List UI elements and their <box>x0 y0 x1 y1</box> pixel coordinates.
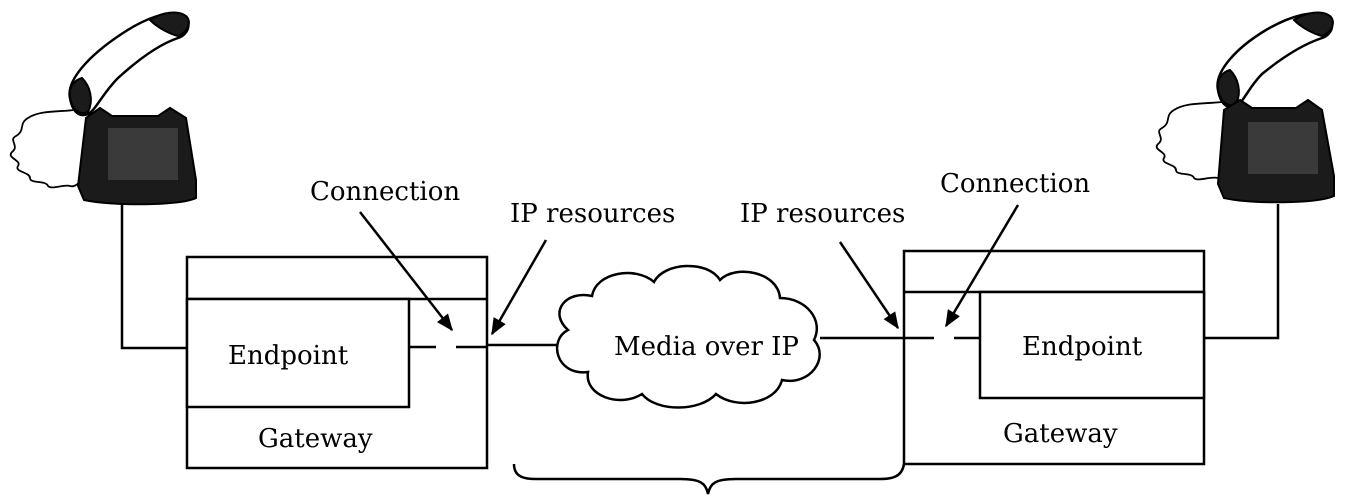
right-ip-resources-label: IP resources <box>740 199 905 229</box>
cloud-label: Media over IP <box>614 332 799 362</box>
right-coiled-cord <box>1155 101 1223 181</box>
left-ip-resources-label: IP resources <box>510 199 675 229</box>
left-handset-ear <box>148 11 190 38</box>
right-gateway-label: Gateway <box>1003 419 1118 449</box>
right-connection-arrow-icon <box>944 204 1020 328</box>
left-gateway-label: Gateway <box>258 424 373 454</box>
right-telephone-icon <box>1155 11 1335 204</box>
right-handset-mouth <box>1216 68 1240 106</box>
left-phone-line <box>120 204 187 350</box>
right-phone-line <box>1202 204 1280 340</box>
left-ip-resources-arrow-icon <box>490 239 548 336</box>
right-ip-resources-arrow-icon <box>838 241 900 330</box>
left-coiled-cord <box>9 109 87 189</box>
left-telephone-icon <box>9 11 197 206</box>
left-endpoint-label: Endpoint <box>228 341 349 371</box>
left-phone-keypad <box>108 128 178 180</box>
right-connection-label: Connection <box>940 169 1090 199</box>
left-connection-label: Connection <box>310 177 460 207</box>
left-handset <box>68 12 190 117</box>
curly-brace-icon <box>512 463 906 495</box>
right-endpoint-label: Endpoint <box>1022 332 1143 362</box>
left-handset-mouth <box>68 76 92 114</box>
left-endpoint-box <box>185 297 411 409</box>
left-connection-arrow-icon <box>359 211 453 332</box>
cloud-icon <box>555 264 821 409</box>
right-phone-keypad <box>1248 122 1318 174</box>
right-endpoint-box <box>978 290 1206 400</box>
right-handset-ear <box>1292 11 1334 38</box>
